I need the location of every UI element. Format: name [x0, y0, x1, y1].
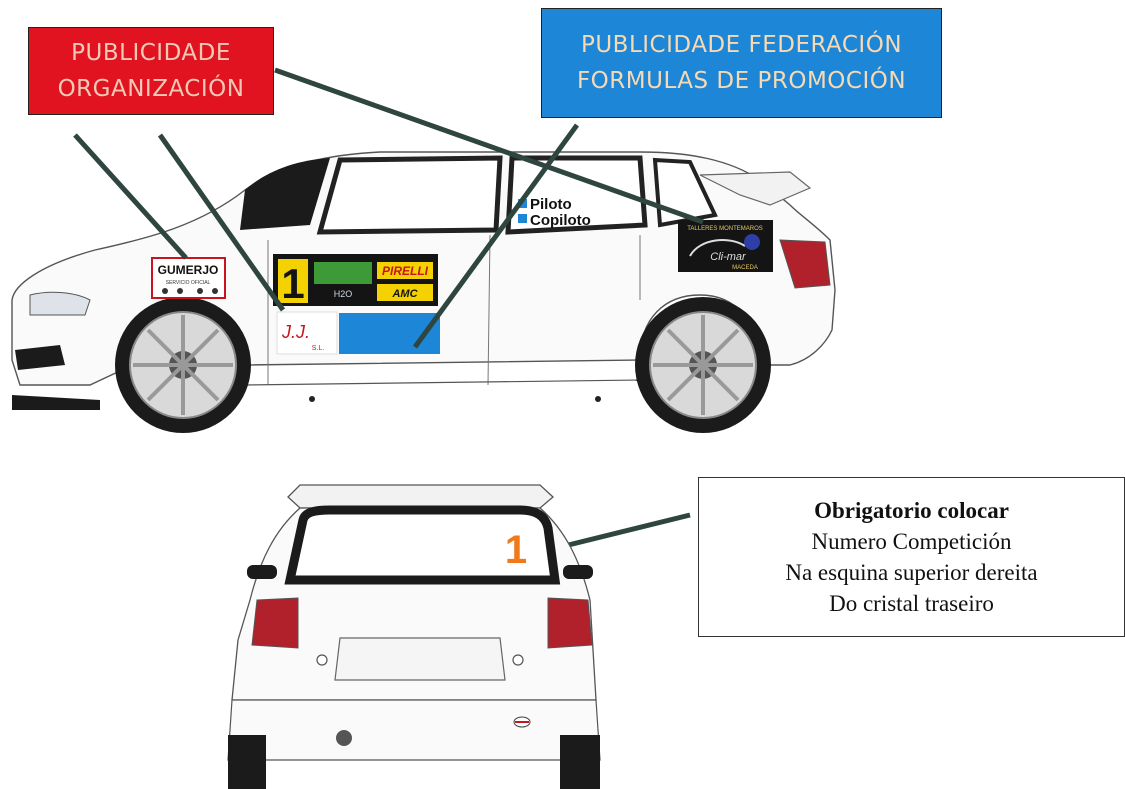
organization-label-line2: ORGANIZACIÓN — [57, 76, 245, 102]
rear-taillight-left — [251, 597, 299, 649]
rear-wheel — [635, 297, 771, 433]
federation-label-line2: FORMULAS DE PROMOCIÓN — [576, 68, 907, 94]
note-title: Obrigatorio colocar — [814, 498, 1009, 523]
car-side-taillight — [779, 239, 831, 289]
talleres-top-text: TALLERES MONTEMAROS — [687, 226, 763, 232]
codriver-label: Copiloto — [530, 212, 591, 229]
door-sponsor-panel: 1 H2O PIRELLI AMC — [273, 254, 438, 307]
note-line3: Do cristal traseiro — [829, 591, 994, 616]
talleres-sticker: TALLERES MONTEMAROS Cli-mar MACEDA — [678, 220, 773, 272]
js-sticker: J.J. S.L. — [276, 311, 338, 355]
door-competition-number: 1 — [281, 260, 304, 307]
federation-label-line1: PUBLICIDADE FEDERACIÓN — [580, 32, 903, 58]
js-logo-text: J.J. — [281, 322, 310, 342]
gumerjo-sticker: GUMERJO SERVICIO OFICIAL — [151, 257, 226, 299]
pirelli-text: PIRELLI — [382, 264, 429, 278]
car-front-window — [316, 155, 503, 235]
note-line1: Numero Competición — [811, 529, 1012, 554]
note-line2: Na esquina superior dereita — [785, 560, 1038, 585]
organization-advertising-label: PUBLICIDADE ORGANIZACIÓN — [28, 27, 274, 115]
car-rear-view: 1 — [227, 484, 601, 789]
talleres-brand-text: Cli-mar — [710, 251, 747, 263]
amc-text: AMC — [391, 288, 418, 300]
h2o-text: H2O — [334, 289, 353, 299]
gumerjo-text: GUMERJO — [158, 263, 219, 277]
car-side-view: GUMERJO SERVICIO OFICIAL 1 H2O PIRELLI A… — [11, 151, 836, 433]
rear-window — [284, 505, 561, 585]
rear-number-note: Obrigatorio colocar Numero Competición N… — [698, 477, 1125, 637]
organization-label-line1: PUBLICIDADE — [71, 40, 231, 66]
car-windscreen — [240, 158, 330, 230]
front-wheel — [115, 297, 251, 433]
js-sub-text: S.L. — [312, 345, 325, 352]
rear-competition-number: 1 — [505, 528, 527, 572]
rear-taillight-right — [547, 597, 593, 649]
federation-advertising-label: PUBLICIDADE FEDERACIÓN FORMULAS DE PROMO… — [541, 8, 942, 118]
talleres-sub-text: MACEDA — [732, 265, 758, 271]
driver-label: Piloto — [530, 196, 572, 213]
gumerjo-sub-text: SERVICIO OFICIAL — [166, 280, 211, 286]
